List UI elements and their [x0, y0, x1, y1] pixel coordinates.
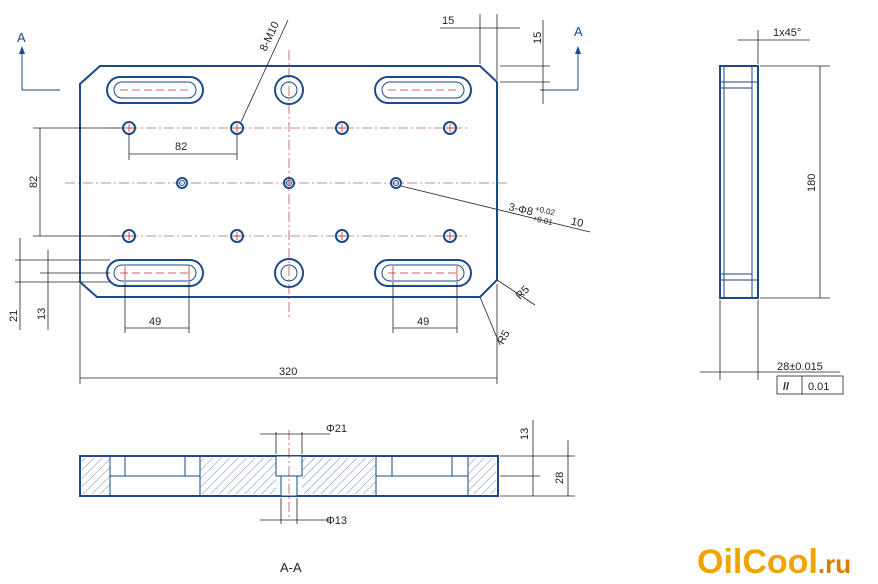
- hole-callout: 3-Φ8 +0.02 +0.01 10: [507, 201, 585, 230]
- dim-21: 21: [8, 310, 20, 322]
- thickness-label: 28±0.015: [777, 361, 823, 373]
- dim-15-vertical: 15: [532, 32, 544, 44]
- parallel-symbol: //: [783, 381, 789, 393]
- section-label-left: A: [17, 30, 26, 45]
- dowel-holes: [176, 177, 402, 189]
- thread-callout: 8-M10: [258, 20, 282, 53]
- radius-label-1: R5: [514, 284, 532, 302]
- side-view-outline: [719, 65, 759, 299]
- top-view: 82 82 21 13 49 49 320 15 15 8-M10 3-Φ8 +…: [8, 14, 591, 384]
- dim-82-horizontal: 82: [175, 141, 187, 153]
- slot-top-left: [106, 76, 204, 104]
- dim-180: 180: [806, 174, 818, 192]
- slot-top-right: [374, 76, 472, 104]
- section-label-right: A: [574, 24, 583, 39]
- section-marker-right: [540, 46, 581, 91]
- dim-320: 320: [279, 366, 297, 378]
- dim-82-vertical: 82: [28, 176, 40, 188]
- bore-large-label: Φ21: [326, 423, 347, 435]
- dim-15-horizontal: 15: [442, 15, 454, 27]
- dim-49-left: 49: [149, 316, 161, 328]
- svg-text:10: 10: [570, 216, 585, 230]
- bore-small-label: Φ13: [326, 515, 347, 527]
- top-view-dimensions: [15, 14, 591, 384]
- chamfer-label: 1x45°: [773, 27, 801, 39]
- section-title: A-A: [280, 560, 302, 575]
- dim-13-left: 13: [36, 308, 48, 320]
- parallelism-frame: // 0.01: [776, 375, 844, 395]
- section-view: 13 28 Φ21 Φ13 A-A: [79, 420, 575, 575]
- threaded-holes: [122, 121, 457, 243]
- dim-28-section: 28: [554, 472, 566, 484]
- counterbore-hole-top: [274, 75, 304, 105]
- radius-label-2: R5: [495, 328, 512, 346]
- dim-49-right: 49: [417, 316, 429, 328]
- side-view: 180 1x45° 28±0.015 // 0.01: [700, 27, 844, 395]
- oilcool-logo: OilCool.ru: [697, 543, 852, 581]
- section-marker-left: [19, 46, 60, 91]
- parallel-tolerance: 0.01: [808, 381, 829, 393]
- plate-outline: [79, 65, 498, 298]
- svg-text:3-Φ8: 3-Φ8: [507, 201, 534, 218]
- counterbore-hole-bottom: [274, 258, 304, 288]
- dim-13-section: 13: [519, 428, 531, 440]
- slot-bottom-right: [374, 259, 472, 287]
